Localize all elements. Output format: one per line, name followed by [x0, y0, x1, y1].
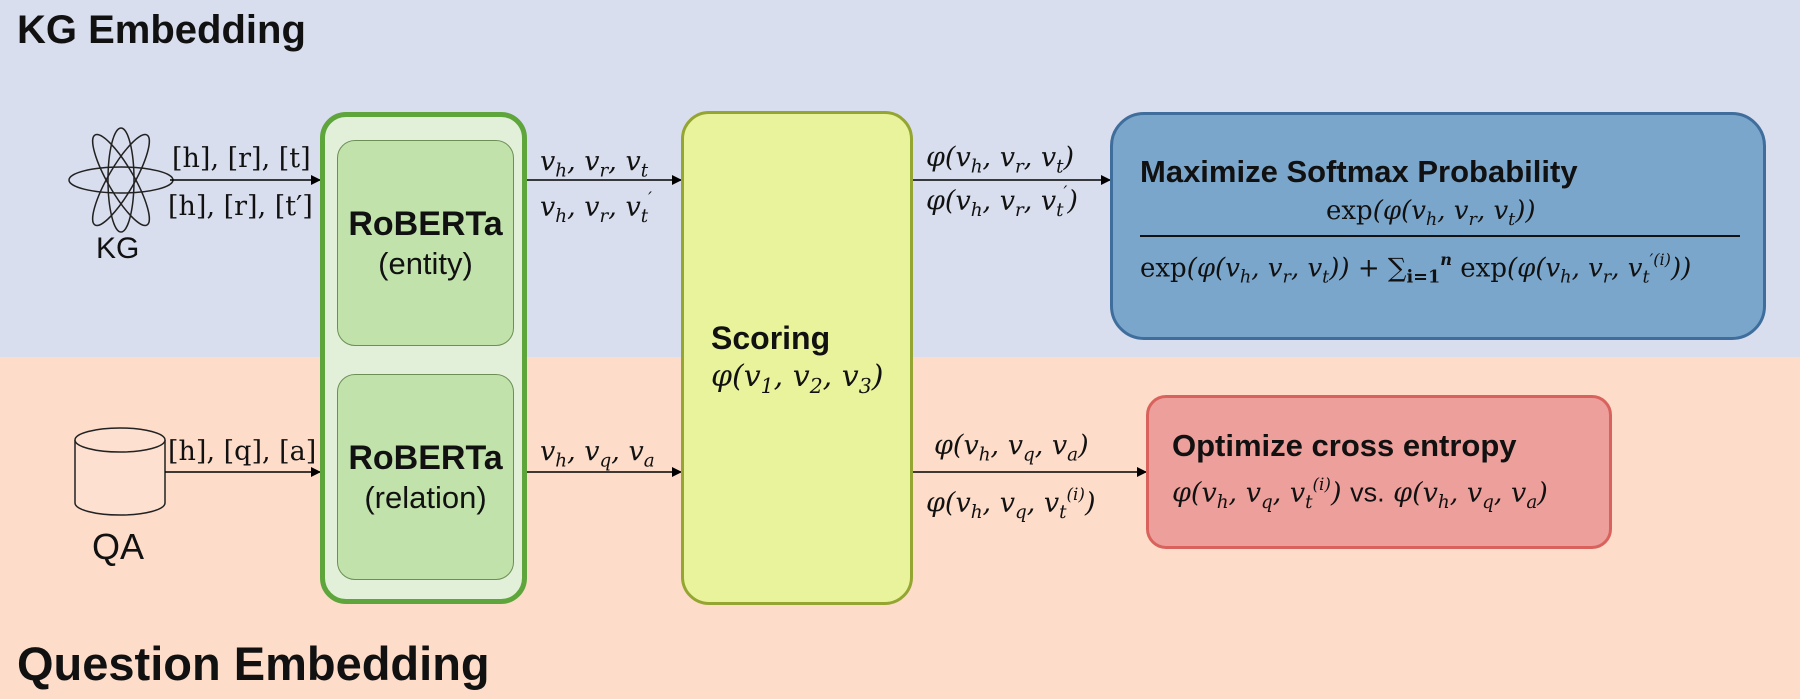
entity-encoder-name: RoBERTa	[348, 204, 503, 243]
kg-positive-input: [h], [r], [t]	[172, 143, 311, 174]
roberta-relation-encoder: RoBERTa (relation)	[337, 374, 514, 580]
kg-embedding-title: KG Embedding	[17, 8, 306, 52]
kg-graph-icon	[68, 127, 174, 233]
softmax-title: Maximize Softmax Probability	[1140, 154, 1578, 189]
scoring-block	[681, 111, 913, 605]
kg-negative-score: φ(vh, vr, vt′)	[926, 182, 1078, 222]
qa-database-icon	[74, 427, 166, 516]
softmax-objective-box	[1110, 112, 1766, 340]
cross-entropy-objective-box	[1146, 395, 1612, 549]
qa-positive-score: φ(vh, vq, va)	[934, 430, 1089, 466]
kg-positive-embeddings: vh, vr, vt	[540, 146, 649, 182]
kg-negative-embeddings: vh, vr, vt′	[540, 188, 652, 228]
question-embedding-title: Question Embedding	[17, 637, 490, 690]
kg-negative-input: [h], [r], [t′]	[168, 191, 313, 222]
kg-positive-score: φ(vh, vr, vt)	[926, 142, 1075, 178]
scoring-title: Scoring	[711, 320, 831, 356]
crossent-formula: φ(vh, vq, vt(i)) vs. φ(vh, vq, va)	[1172, 474, 1548, 514]
entity-encoder-type: (entity)	[378, 245, 473, 281]
softmax-fraction-line	[1140, 235, 1740, 237]
relation-encoder-name: RoBERTa	[348, 438, 503, 477]
qa-source-label: QA	[92, 526, 145, 567]
kg-source-label: KG	[96, 232, 140, 265]
crossent-title: Optimize cross entropy	[1172, 428, 1517, 463]
scoring-formula: φ(v1, v2, v3)	[711, 359, 884, 399]
qa-candidate-score: φ(vh, vq, vt(i))	[926, 484, 1096, 524]
softmax-denominator: exp(φ(vh, vr, vt)) + ∑i=1n exp(φ(vh, vr,…	[1140, 250, 1692, 288]
roberta-entity-encoder: RoBERTa (entity)	[337, 140, 514, 346]
qa-input: [h], [q], [a]	[168, 436, 317, 467]
softmax-numerator: exp(φ(vh, vr, vt))	[1326, 196, 1536, 231]
relation-encoder-type: (relation)	[364, 479, 487, 515]
qa-embeddings: vh, vq, va	[540, 436, 655, 472]
